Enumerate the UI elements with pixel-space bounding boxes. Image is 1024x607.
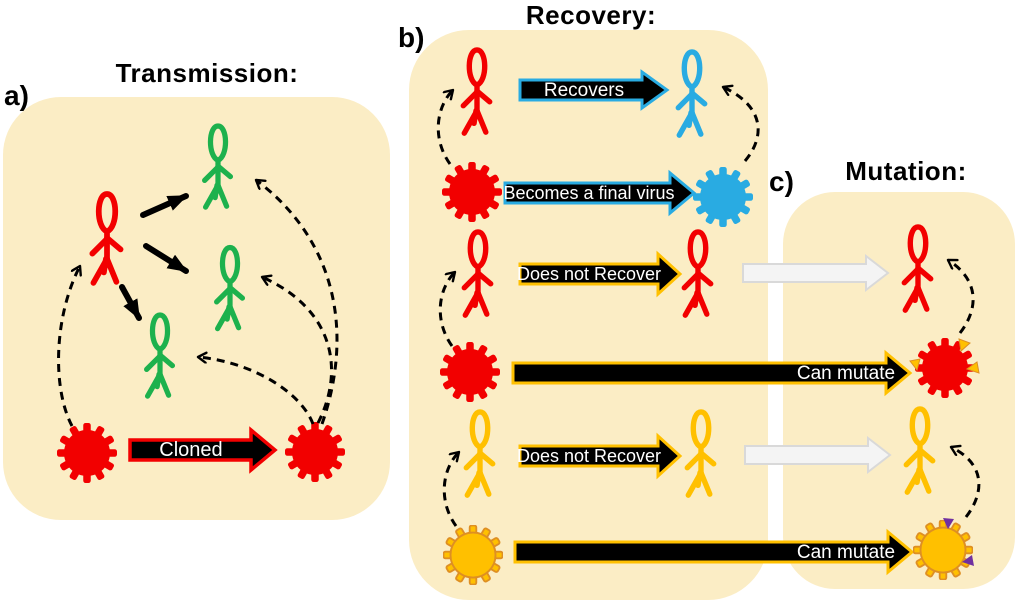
- does-not-recover-arrow: [518, 250, 683, 298]
- cloned-red-virus-icon: [285, 422, 345, 482]
- mutation-spot: [962, 555, 974, 566]
- can-mutate-arrow: [513, 528, 915, 576]
- still-infected-red-person-icon: [684, 232, 710, 315]
- virus-to-person-dashed-arrow: [442, 452, 459, 527]
- healthy-green-person-icon: [147, 315, 173, 396]
- infected-red-person-icon: [904, 227, 930, 310]
- mutation-panel: [783, 192, 1015, 589]
- cloned-arrow-label: Cloned: [159, 439, 222, 461]
- final-blue-virus-icon: [693, 167, 753, 227]
- infected-yellow-person-icon: [906, 409, 932, 492]
- virus-to-person-dashed-arrow: [948, 258, 975, 334]
- can-mutate-arrow: [511, 349, 913, 397]
- healthy-green-person-icon: [205, 126, 231, 207]
- red-virus-icon: [442, 162, 502, 222]
- infected-yellow-person-icon: [466, 412, 492, 495]
- red-virus-icon: [440, 342, 500, 402]
- infected-red-person-icon: [92, 194, 120, 283]
- yellow-virus-icon: [443, 525, 503, 585]
- cloned-arrow: [128, 426, 278, 474]
- recovered-blue-person-icon: [678, 52, 704, 135]
- mutation-scene: [904, 227, 981, 580]
- transmission-arrow: [140, 193, 189, 218]
- mutation-spot: [965, 361, 980, 374]
- recovery-scene: Recovers Becomes a final virus Does not …: [436, 50, 915, 585]
- transmission-title: Transmission:: [115, 58, 299, 88]
- continues-gray-arrow: [742, 253, 890, 293]
- virus-to-person-dashed-arrow: [198, 357, 315, 425]
- panel-b-label: b): [398, 22, 425, 53]
- virus-to-person-dashed-arrow: [436, 90, 453, 165]
- virus-to-person-dashed-arrow: [438, 272, 455, 347]
- can-mutate-arrow-label: Can mutate: [797, 542, 895, 563]
- mutation-title: Mutation:: [845, 156, 967, 186]
- does-not-recover-arrow: [518, 432, 683, 480]
- transmission-arrow: [143, 243, 189, 274]
- virus-to-person-dashed-arrow: [951, 447, 981, 518]
- does-not-recover-arrow-label: Does not Recover: [517, 446, 661, 466]
- panel-a-label: a): [4, 80, 29, 111]
- becomes-final-virus-arrow-label: Becomes a final virus: [503, 183, 674, 203]
- recovers-arrow: [518, 69, 670, 111]
- infected-red-person-icon: [464, 232, 490, 315]
- mutation-spot: [958, 338, 971, 352]
- mutation-spot: [909, 358, 921, 372]
- can-mutate-arrow-label: Can mutate: [797, 363, 895, 384]
- mutated-yellow-virus-icon: [913, 518, 974, 580]
- does-not-recover-arrow-label: Does not Recover: [517, 264, 661, 284]
- healthy-green-person-icon: [217, 248, 243, 329]
- red-virus-icon: [57, 423, 117, 483]
- continues-gray-arrow: [744, 435, 892, 475]
- recovers-arrow-label: Recovers: [544, 80, 624, 101]
- mutated-red-virus-icon: [909, 338, 980, 398]
- virus-to-person-dashed-arrow: [57, 266, 80, 427]
- virus-to-person-dashed-arrow: [723, 87, 760, 162]
- transmission-arrow: [119, 284, 142, 321]
- panel-c-label: c): [769, 166, 794, 197]
- infected-red-person-icon: [463, 50, 489, 133]
- virus-to-person-dashed-arrow: [256, 180, 339, 425]
- virus-to-person-dashed-arrow: [262, 277, 333, 424]
- recovery-title: Recovery:: [525, 0, 657, 30]
- still-infected-yellow-person-icon: [687, 412, 713, 495]
- mutation-spot: [943, 518, 954, 529]
- becomes-final-virus-arrow: [503, 169, 697, 217]
- transmission-scene: Cloned: [57, 126, 345, 483]
